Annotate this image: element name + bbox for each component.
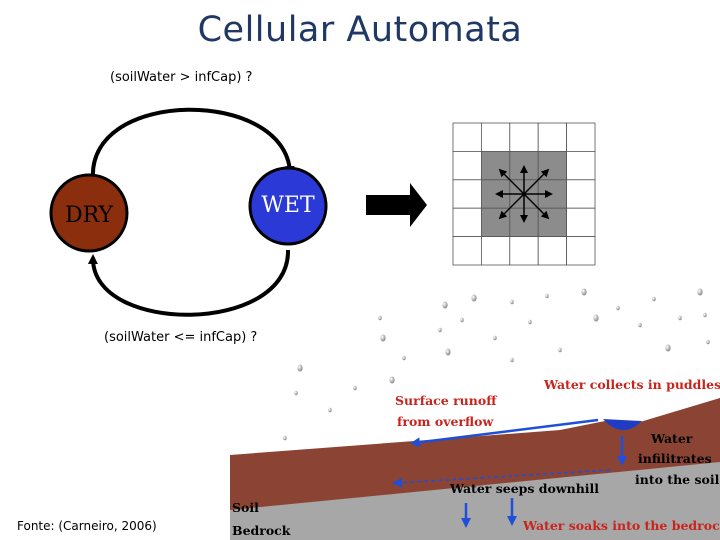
wet-state-label: WET xyxy=(261,193,315,218)
grid-cell xyxy=(480,122,511,152)
seeps-label: Water seeps downhill xyxy=(449,481,599,496)
slide-title: Cellular Automata xyxy=(197,10,523,50)
raindrop xyxy=(442,301,448,309)
block-arrow-icon xyxy=(366,183,427,227)
wet-state-node xyxy=(248,166,328,246)
raindrop xyxy=(328,407,332,413)
raindrop xyxy=(678,315,682,321)
neighborhood-arrows xyxy=(495,165,553,223)
raindrop xyxy=(616,305,620,311)
bedrock-soak-label: Water soaks into the bedrock xyxy=(522,518,720,533)
soil-layer xyxy=(230,398,720,510)
raindrop xyxy=(389,376,395,384)
neighbor-arrow xyxy=(523,168,550,195)
raindrop xyxy=(380,334,386,342)
raindrop xyxy=(460,317,464,323)
surface-runoff-label: Surface runoff xyxy=(395,393,497,408)
raindrop xyxy=(703,312,707,318)
dry-state-label: DRY xyxy=(65,203,114,228)
raindrop xyxy=(665,344,671,352)
neighbor-arrow xyxy=(523,193,550,220)
transition-label-to-dry: (soilWater <= infCap) ? xyxy=(104,330,258,345)
grid-cell xyxy=(566,179,596,209)
raindrop xyxy=(593,314,599,322)
raindrop xyxy=(438,327,442,333)
grid-cell xyxy=(452,150,482,181)
infiltrates-label-2: infilitrates xyxy=(638,451,712,466)
bedrock-label: Bedrock xyxy=(232,523,291,538)
source-citation: Fonte: (Carneiro, 2006) xyxy=(17,519,157,533)
bedrock-layer xyxy=(230,460,720,540)
raindrop xyxy=(558,347,562,353)
neighbor-arrow xyxy=(498,193,525,220)
neighbor-arrow xyxy=(498,168,525,195)
grid-cell xyxy=(537,236,568,266)
raindrop xyxy=(697,288,703,296)
surface-runoff-arrow xyxy=(410,418,599,448)
raindrop xyxy=(706,339,710,345)
raindrop xyxy=(581,288,587,296)
grid-cell xyxy=(566,122,596,152)
raindrop xyxy=(297,364,303,372)
raindrop xyxy=(378,315,382,321)
transition-arrow-to-dry xyxy=(87,249,291,317)
infiltrates-label-1: Water xyxy=(650,431,693,446)
raindrop xyxy=(283,435,287,441)
grid-cell xyxy=(566,236,596,266)
raindrop xyxy=(471,294,477,302)
raindrop xyxy=(528,319,532,325)
grid-cell xyxy=(480,236,511,266)
raindrop xyxy=(638,322,642,328)
puddle xyxy=(603,419,642,431)
grid-cell xyxy=(509,236,539,266)
grid-cell xyxy=(566,207,596,237)
infiltrates-label-3: into the soil xyxy=(635,472,720,487)
raindrop xyxy=(402,355,406,361)
raindrop xyxy=(493,335,497,341)
transition-arrow-to-wet xyxy=(90,107,295,179)
raindrop xyxy=(510,299,514,305)
raindrop xyxy=(294,390,298,396)
grid-cell xyxy=(566,150,596,181)
puddles-label: Water collects in puddles xyxy=(543,377,720,392)
soil-label: Soil xyxy=(232,500,259,515)
raindrop xyxy=(652,296,656,302)
dry-state-node xyxy=(49,173,129,253)
raindrop xyxy=(545,293,549,299)
raindrop xyxy=(445,348,451,356)
overflow-label: from overflow xyxy=(397,414,494,429)
raindrop xyxy=(353,385,357,391)
raindrop xyxy=(510,357,514,363)
seep-downhill-arrow xyxy=(392,469,611,488)
transition-label-to-wet: (soilWater > infCap) ? xyxy=(110,70,253,85)
grid-cell xyxy=(452,236,482,266)
